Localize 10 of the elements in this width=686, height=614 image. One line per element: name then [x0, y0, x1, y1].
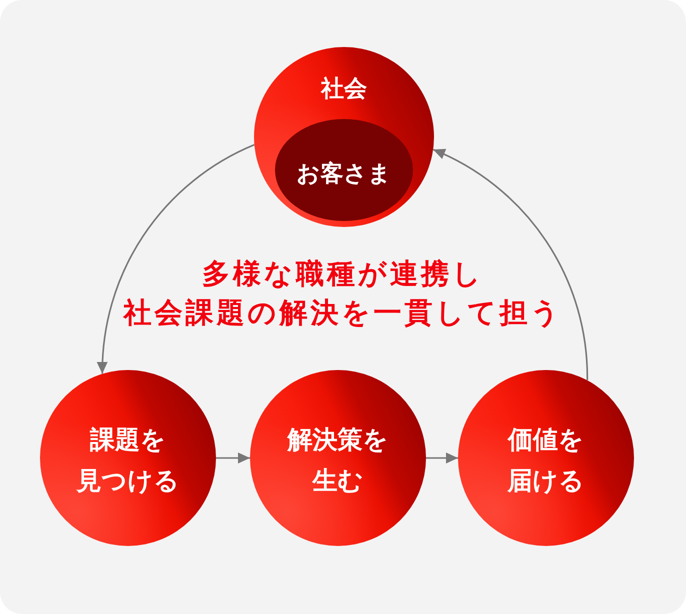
- arrow: [216, 452, 250, 464]
- node-label: 解決策を生む: [288, 424, 388, 497]
- node-label: 課題を見つける: [76, 424, 180, 497]
- node-label: お客さま: [296, 160, 392, 189]
- statement-text: 多様な職種が連携し社会課題の解決を一貫して担う: [124, 256, 562, 331]
- node-label: 社会: [321, 75, 367, 104]
- arrow: [432, 148, 588, 380]
- node-label: 価値を届ける: [508, 424, 584, 497]
- arrow: [426, 452, 458, 464]
- arrow: [97, 144, 255, 374]
